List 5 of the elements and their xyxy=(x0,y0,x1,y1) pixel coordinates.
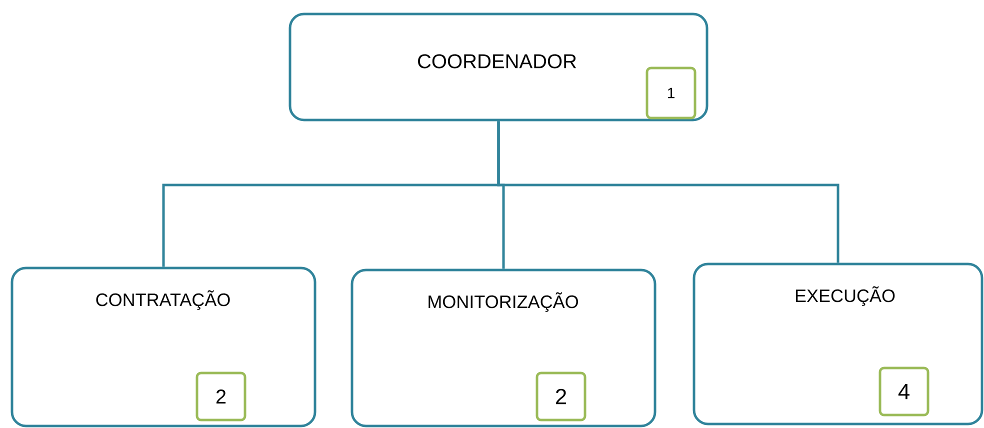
number-badge: 2 xyxy=(196,372,246,422)
number-badge: 1 xyxy=(646,66,696,120)
number-badge: 2 xyxy=(536,372,586,422)
connector-line xyxy=(497,121,840,263)
number-badge: 4 xyxy=(878,366,930,416)
